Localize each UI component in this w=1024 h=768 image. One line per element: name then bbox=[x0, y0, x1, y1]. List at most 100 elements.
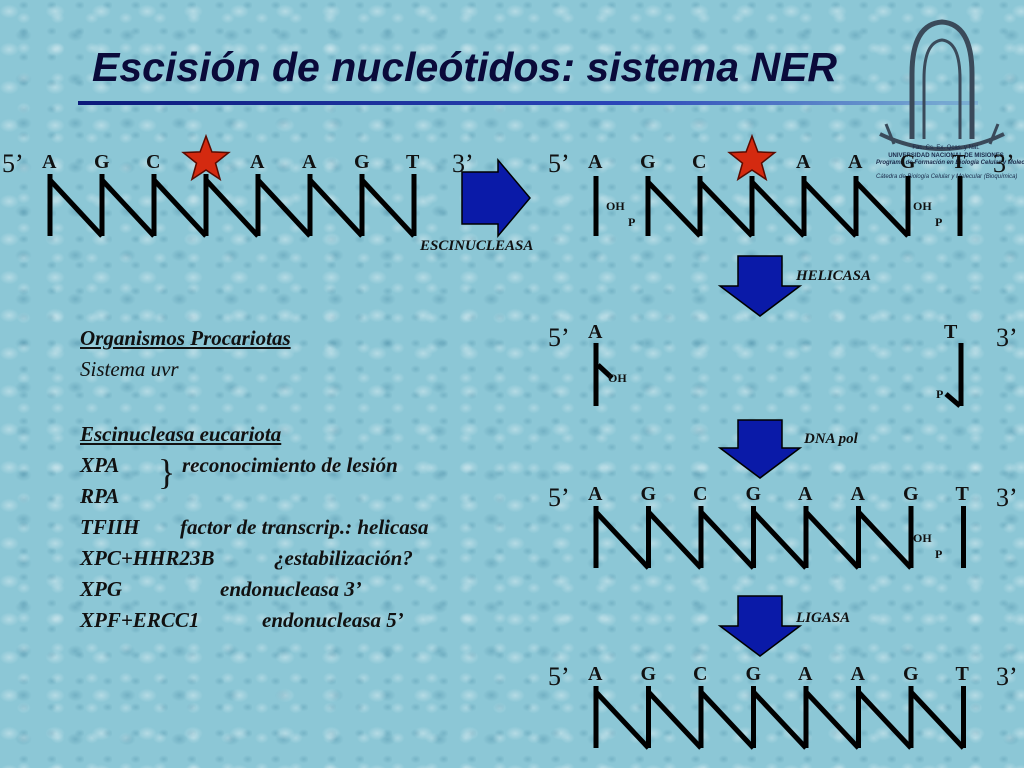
protein-name: XPF+ERCC1 bbox=[80, 608, 200, 632]
nucleotide-base: T bbox=[956, 483, 970, 505]
backbone-fragment bbox=[593, 343, 614, 406]
dna-pol-label: DNA pol bbox=[803, 431, 859, 447]
nucleotide-base: A bbox=[851, 663, 866, 685]
nucleotide-base: A bbox=[588, 321, 603, 343]
phosphodiester-bond bbox=[751, 510, 808, 570]
university-logo bbox=[879, 19, 1005, 151]
nucleotide-base: A bbox=[250, 151, 265, 173]
phosphodiester-bond bbox=[308, 178, 364, 238]
logo-line-3: Programa de Formación en Biología Celula… bbox=[876, 160, 1024, 166]
phosphodiester-bond bbox=[646, 690, 703, 750]
nucleotide-base: G bbox=[354, 151, 370, 173]
logo-line-4: Cátedra de Biología Celular y Molecular … bbox=[876, 174, 1018, 180]
p-label: P bbox=[936, 387, 943, 401]
nucleotide-base: G bbox=[900, 151, 916, 173]
process-arrow-down bbox=[717, 255, 803, 317]
logo-line-1: Fac. Cs. Ex. Qcas. y Nat. bbox=[912, 145, 980, 151]
phosphodiester-bond bbox=[48, 178, 104, 238]
five-prime-label: 5’ bbox=[548, 483, 570, 512]
nucleotide-base: G bbox=[746, 663, 762, 685]
helicasa-label: HELICASA bbox=[795, 268, 871, 284]
five-prime-label: 5’ bbox=[548, 323, 570, 352]
phosphodiester-bond bbox=[699, 690, 756, 750]
phosphodiester-bond bbox=[594, 510, 651, 570]
phosphodiester-bond bbox=[802, 180, 858, 238]
nucleotide-base: C bbox=[692, 151, 706, 173]
phosphodiester-bond bbox=[646, 180, 702, 238]
protein-function: ¿estabilización? bbox=[274, 546, 413, 570]
nucleotide-base: G bbox=[746, 483, 762, 505]
nucleotide-base: C bbox=[146, 151, 160, 173]
phosphodiester-bond bbox=[698, 180, 754, 238]
process-arrow-down bbox=[717, 419, 803, 479]
enzyme-notes: Organismos Procariotas Sistema uvr Escin… bbox=[80, 326, 428, 639]
nucleotide-base: T bbox=[956, 663, 970, 685]
oh-label: OH bbox=[913, 531, 932, 545]
nucleotide-base: A bbox=[851, 483, 866, 505]
phosphodiester-bond bbox=[804, 690, 861, 750]
protein-function: endonucleasa 3’ bbox=[220, 577, 362, 601]
phosphodiester-bond bbox=[699, 510, 756, 570]
phosphodiester-bond bbox=[204, 178, 260, 238]
process-arrow-down bbox=[717, 595, 803, 657]
phosphodiester-bond bbox=[854, 180, 910, 238]
nucleotide-base: C bbox=[693, 663, 707, 685]
p-label: P bbox=[628, 215, 635, 229]
nucleotide-base: G bbox=[903, 663, 919, 685]
nucleotide-base: A bbox=[798, 663, 813, 685]
three-prime-label: 3’ bbox=[993, 149, 1015, 178]
phosphodiester-bond bbox=[100, 178, 156, 238]
phosphodiester-bond bbox=[360, 178, 416, 238]
nucleotide-base: T bbox=[944, 321, 958, 343]
protein-name: TFIIH bbox=[80, 515, 140, 539]
ligasa-label: LIGASA bbox=[795, 610, 850, 626]
nucleotide-base: G bbox=[94, 151, 110, 173]
nucleotide-base: A bbox=[588, 663, 603, 685]
p-label: P bbox=[935, 215, 942, 229]
three-prime-label: 3’ bbox=[996, 662, 1018, 691]
nucleotide-base: G bbox=[640, 151, 656, 173]
phosphodiester-bond bbox=[856, 690, 913, 750]
process-arrow-right bbox=[461, 157, 531, 239]
oh-label: OH bbox=[606, 199, 625, 213]
lesion-star-icon bbox=[727, 133, 777, 182]
protein-name: XPC+HHR23B bbox=[80, 546, 215, 570]
three-prime-label: 3’ bbox=[996, 483, 1018, 512]
nucleotide-base: A bbox=[302, 151, 317, 173]
five-prime-label: 5’ bbox=[548, 149, 570, 178]
grouping-brace: } bbox=[158, 452, 176, 492]
three-prime-label: 3’ bbox=[996, 323, 1018, 352]
nucleotide-base: G bbox=[641, 663, 657, 685]
nucleotide-base: T bbox=[952, 151, 966, 173]
protein-function: factor de transcrip.: helicasa bbox=[180, 515, 429, 539]
protein-name: XPA bbox=[80, 453, 120, 477]
eukaryote-heading: Escinucleasa eucariota bbox=[80, 422, 282, 446]
logo-line-2: UNIVERSIDAD NACIONAL DE MISIONES bbox=[888, 153, 1004, 159]
nucleotide-base: A bbox=[798, 483, 813, 505]
nucleotide-base: C bbox=[693, 483, 707, 505]
phosphodiester-bond bbox=[751, 690, 808, 750]
nucleotide-base: A bbox=[796, 151, 811, 173]
phosphodiester-bond bbox=[152, 178, 208, 238]
prokaryote-system: Sistema uvr bbox=[80, 357, 179, 381]
protein-function: endonucleasa 5’ bbox=[262, 608, 404, 632]
protein-name: RPA bbox=[80, 484, 120, 508]
title-underline bbox=[78, 101, 978, 105]
lesion-star-icon bbox=[181, 133, 231, 182]
five-prime-label: 5’ bbox=[548, 662, 570, 691]
three-prime-label: 3’ bbox=[452, 149, 474, 178]
phosphodiester-bond bbox=[750, 180, 806, 238]
phosphodiester-bond bbox=[594, 690, 651, 750]
nucleotide-base: G bbox=[641, 483, 657, 505]
phosphodiester-bond bbox=[856, 510, 913, 570]
nucleotide-base: G bbox=[903, 483, 919, 505]
phosphodiester-bond bbox=[804, 510, 861, 570]
phosphodiester-bond bbox=[646, 510, 703, 570]
escinucleasa-label: ESCINUCLEASA bbox=[419, 238, 533, 254]
page-title: Escisión de nucleótidos: sistema NER bbox=[92, 44, 838, 90]
strand-excised: 5’ 3’ A T OH P bbox=[548, 321, 1018, 408]
